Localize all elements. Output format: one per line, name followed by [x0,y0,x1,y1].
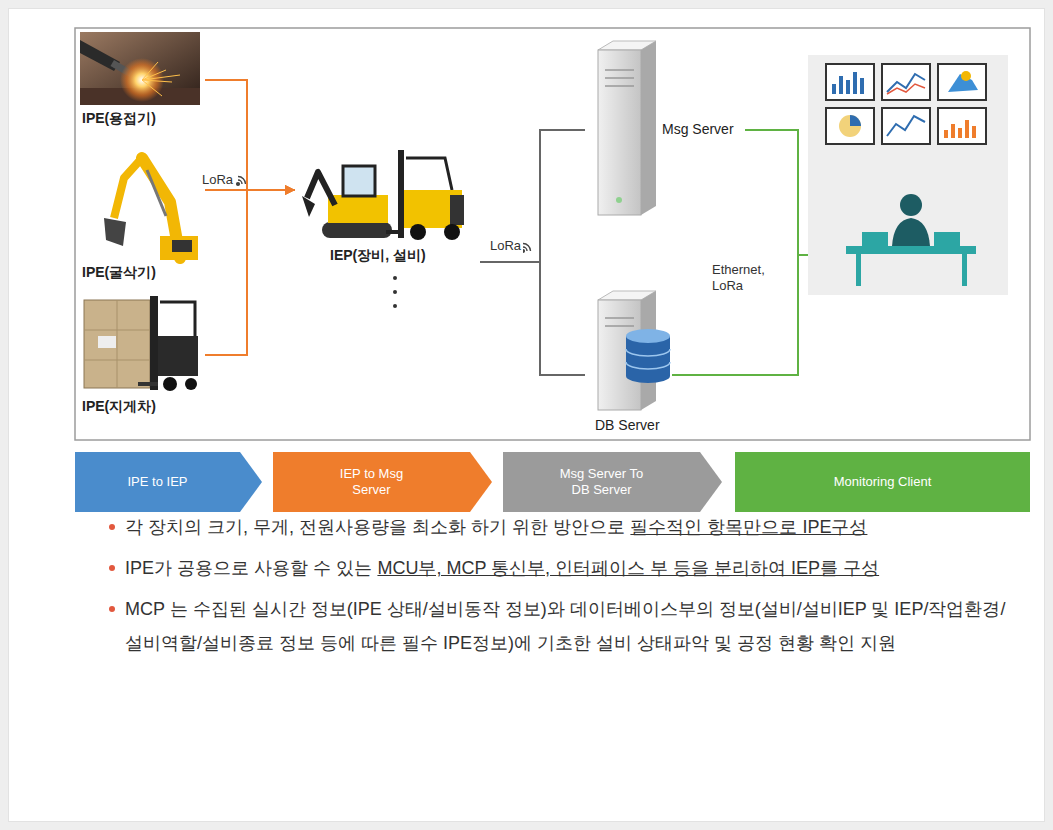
network-wire [672,130,808,375]
excavator-photo [104,158,198,260]
connector-line [205,190,295,355]
stage-arrow: IPE to IEP [75,452,262,512]
underlined-note: MCU부, MCP 통신부, 인터페이스 부 등을 분리하여 IEP를 구성 [377,558,879,578]
node-label: Msg Server [662,121,734,138]
monitoring-illustration [808,55,1008,295]
diagram-frame [75,28,1030,440]
stage-fill [273,452,492,512]
network-label: Ethernet, LoRa [712,262,792,294]
wireless-icon [237,177,531,253]
forklift-photo [84,296,198,391]
bullet-item: IPE가 공용으로 사용할 수 있는MCU부, MCP 통신부, 인터페이스 부… [105,551,1020,585]
note-text: MCP 는 수집된 실시간 정보(IPE 상태/설비동작 정보)와 데이터베이스… [125,599,1005,653]
link-label: LoRa [200,172,235,188]
platform-node: IEP(장비, 설비) [295,145,480,268]
node-label: IPE(지게차) [82,398,156,415]
node-label: IPE(용접기) [82,110,156,127]
bullet-item: 각 장치의 크기, 무게, 전원사용량을 최소화 하기 위한 방안으로필수적인 … [105,510,1020,544]
underlined-note: 필수적인 항목만으로 IPE구성 [630,517,867,537]
msg-server-icon [598,41,656,215]
bullet-dot [109,606,115,612]
stage-box: Monitoring Client [735,452,1030,512]
node-label: IEP(장비, 설비) [330,247,426,264]
iep-equipment-photo [302,150,464,240]
server-node: Msg Server [585,35,745,220]
db-server-icon [598,291,670,410]
equipment-node: IPE(굴삭기) [78,145,205,285]
equipment-node: IPE(지게차) [78,292,205,420]
stage-fill [75,452,262,512]
connector-line [480,262,585,375]
bullet-item: MCP 는 수집된 실시간 정보(IPE 상태/설비동작 정보)와 데이터베이스… [105,592,1020,660]
stage-text: IPE to IEP [128,474,188,490]
welder-photo [80,32,200,105]
stage-text: Msg Server To DB Server [554,466,649,498]
bullet-dot [109,524,115,530]
note-text: IPE가 공용으로 사용할 수 있는 [125,558,372,578]
stage-arrow: Msg Server To DB Server [503,452,722,512]
continuation-dots [393,276,397,308]
equipment-node: IPE(용접기) [78,30,205,130]
stage-fill [503,452,722,512]
stage-text: Monitoring Client [834,474,932,490]
server-node: DB Server [585,283,705,440]
bullet-list: 각 장치의 크기, 무게, 전원사용량을 최소화 하기 위한 방안으로필수적인 … [105,510,1020,667]
note-text: 각 장치의 크기, 무게, 전원사용량을 최소화 하기 위한 방안으로 [125,517,625,537]
bullet-dot [109,565,115,571]
stage-text: IEP to Msg Server [327,466,417,498]
link-label: LoRa [488,238,523,254]
node-label: IPE(굴삭기) [82,264,156,281]
node-label: DB Server [595,417,660,434]
stage-fill [735,452,1030,512]
stage-arrow: IEP to Msg Server [273,452,492,512]
connector-line [480,130,585,262]
